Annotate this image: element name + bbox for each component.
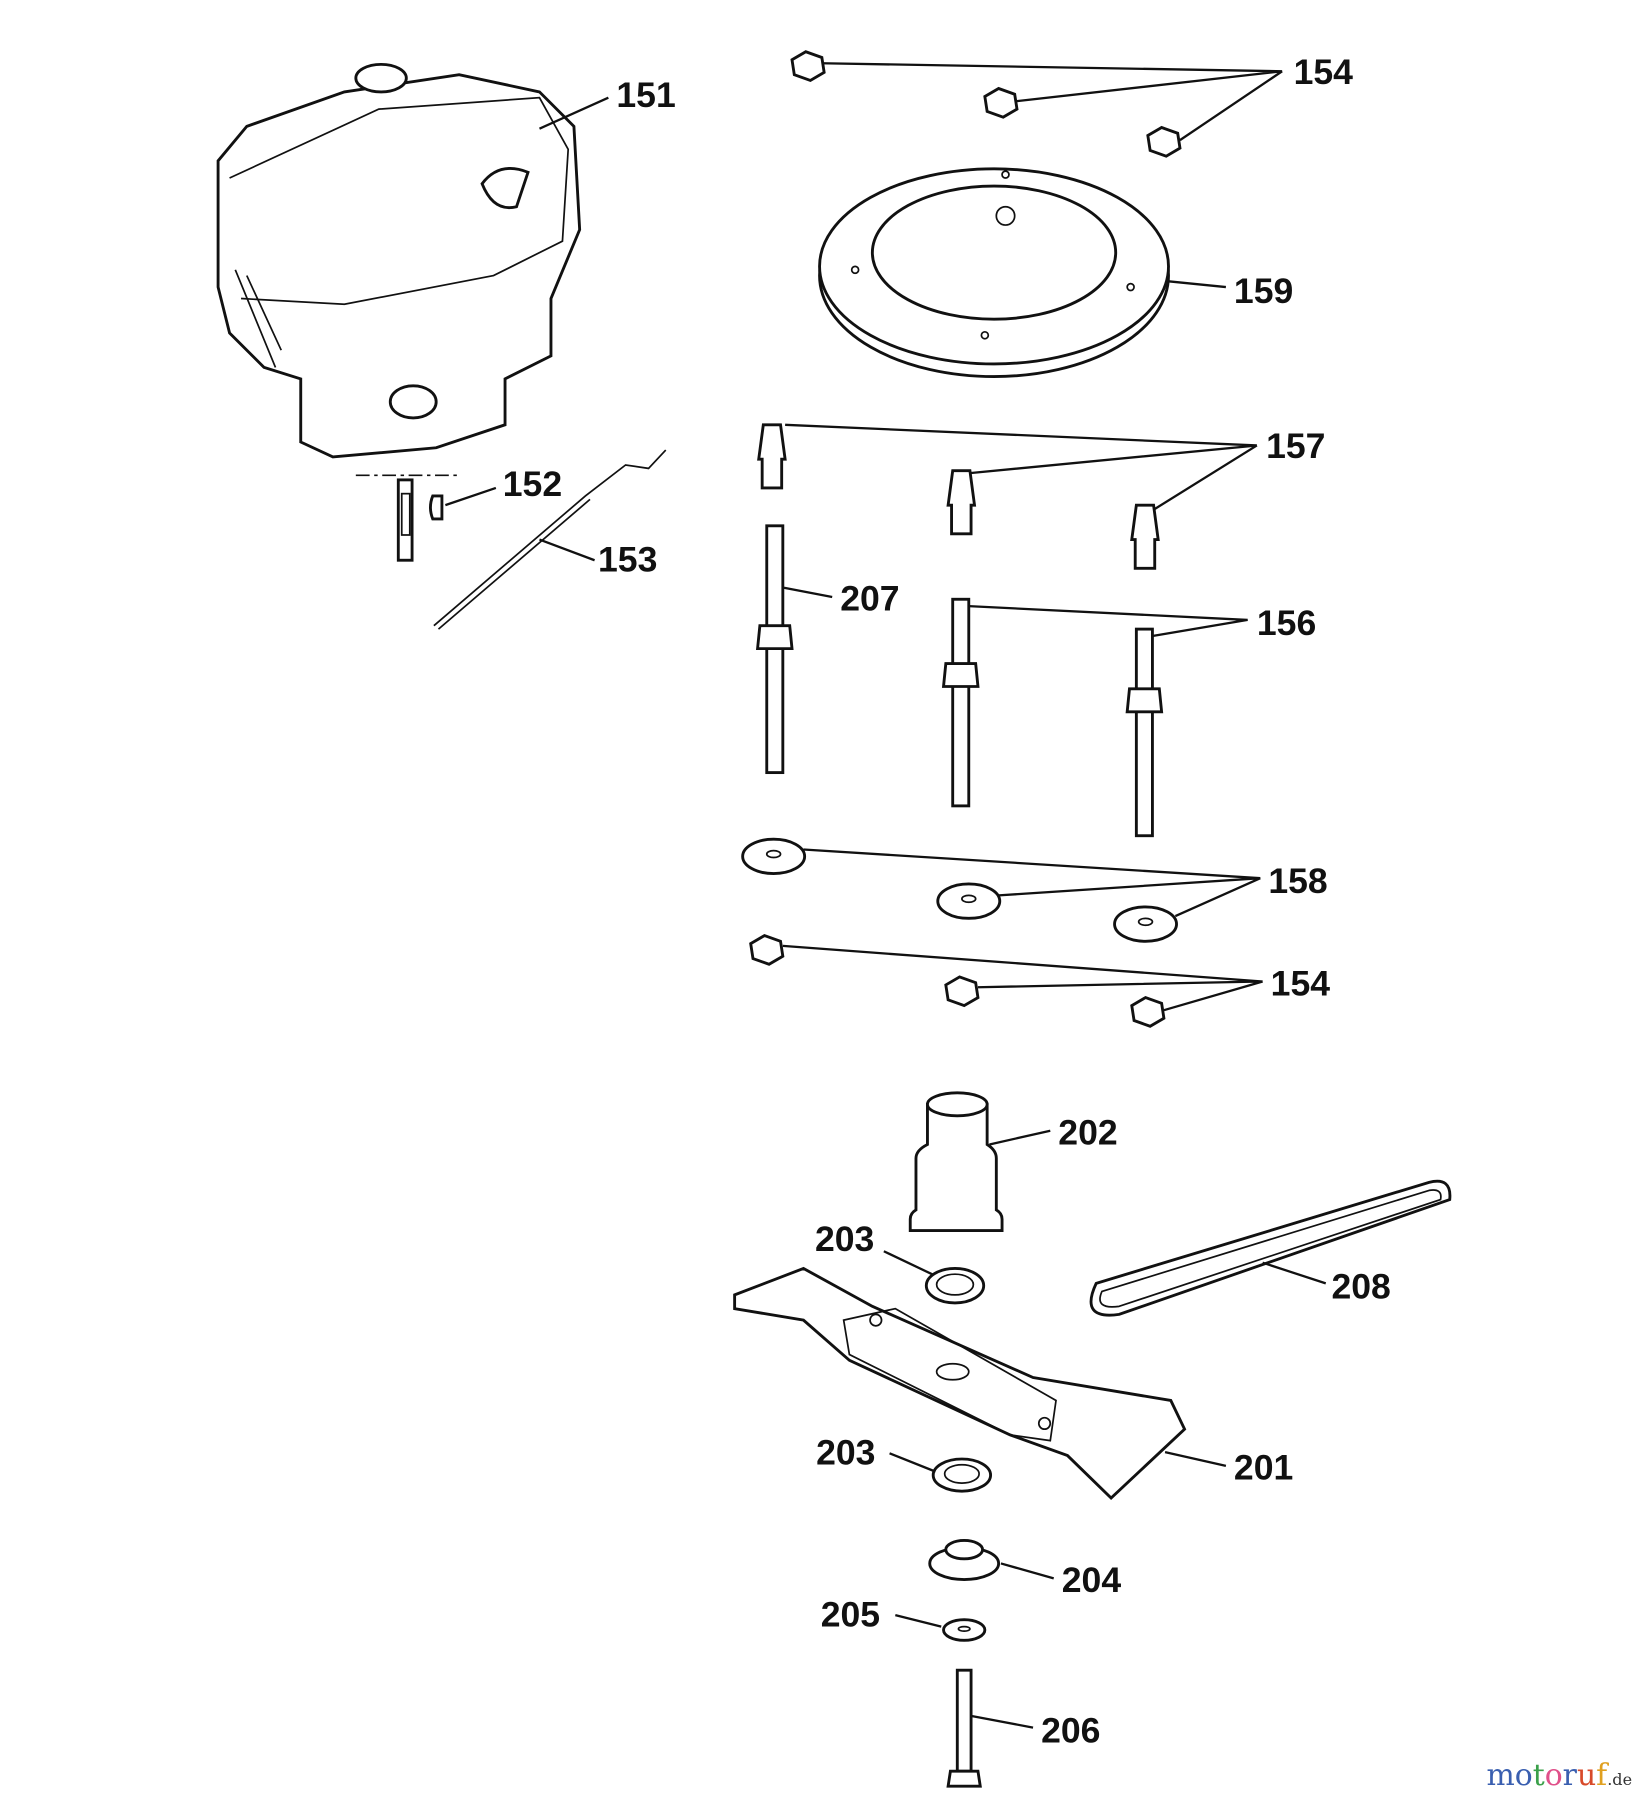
label-201: 201 <box>1234 1448 1293 1488</box>
label-158: 158 <box>1268 861 1327 901</box>
label-208: 208 <box>1331 1266 1390 1306</box>
label-205: 205 <box>821 1595 880 1635</box>
washers-part-158 <box>741 837 1178 943</box>
label-202: 202 <box>1058 1112 1117 1152</box>
bolts-part-156 <box>941 597 1164 838</box>
washer-part-203-top <box>924 1267 986 1305</box>
label-157: 157 <box>1266 426 1325 466</box>
washer-part-205 <box>942 1618 987 1642</box>
washer-part-203-bottom <box>931 1457 993 1493</box>
nuts-part-154-bottom <box>749 934 1166 1028</box>
blade-adapter-part-202 <box>908 1091 1004 1233</box>
label-154-bottom: 154 <box>1271 963 1331 1003</box>
label-159: 159 <box>1234 271 1293 311</box>
label-206: 206 <box>1041 1711 1100 1751</box>
label-156: 156 <box>1257 603 1316 643</box>
label-203-bottom: 203 <box>816 1433 875 1473</box>
blade-boss-part-204 <box>928 1539 1001 1581</box>
motoruf-watermark-logo: motoruf.de <box>1486 1758 1632 1793</box>
spacers-part-157 <box>757 423 1160 570</box>
label-154-top: 154 <box>1294 52 1354 92</box>
mower-blade-part-201 <box>733 1266 1187 1501</box>
engine-part-151 <box>216 62 582 459</box>
label-204: 204 <box>1062 1560 1122 1600</box>
mounting-ring-part-159 <box>818 167 1170 379</box>
v-belt-part-208 <box>1089 1179 1452 1317</box>
nuts-part-154-top <box>790 50 1182 158</box>
label-152: 152 <box>503 464 562 504</box>
label-153: 153 <box>598 540 657 580</box>
dipstick-part-153 <box>433 449 667 630</box>
blade-bolt-part-206 <box>946 1668 982 1788</box>
crankshaft-key-part-152 <box>355 474 457 562</box>
label-203-top: 203 <box>815 1219 874 1259</box>
label-151: 151 <box>616 75 675 115</box>
label-207: 207 <box>840 579 899 619</box>
bolt-part-207 <box>755 524 794 775</box>
svg-text:motoruf.de: motoruf.de <box>1486 1758 1632 1793</box>
